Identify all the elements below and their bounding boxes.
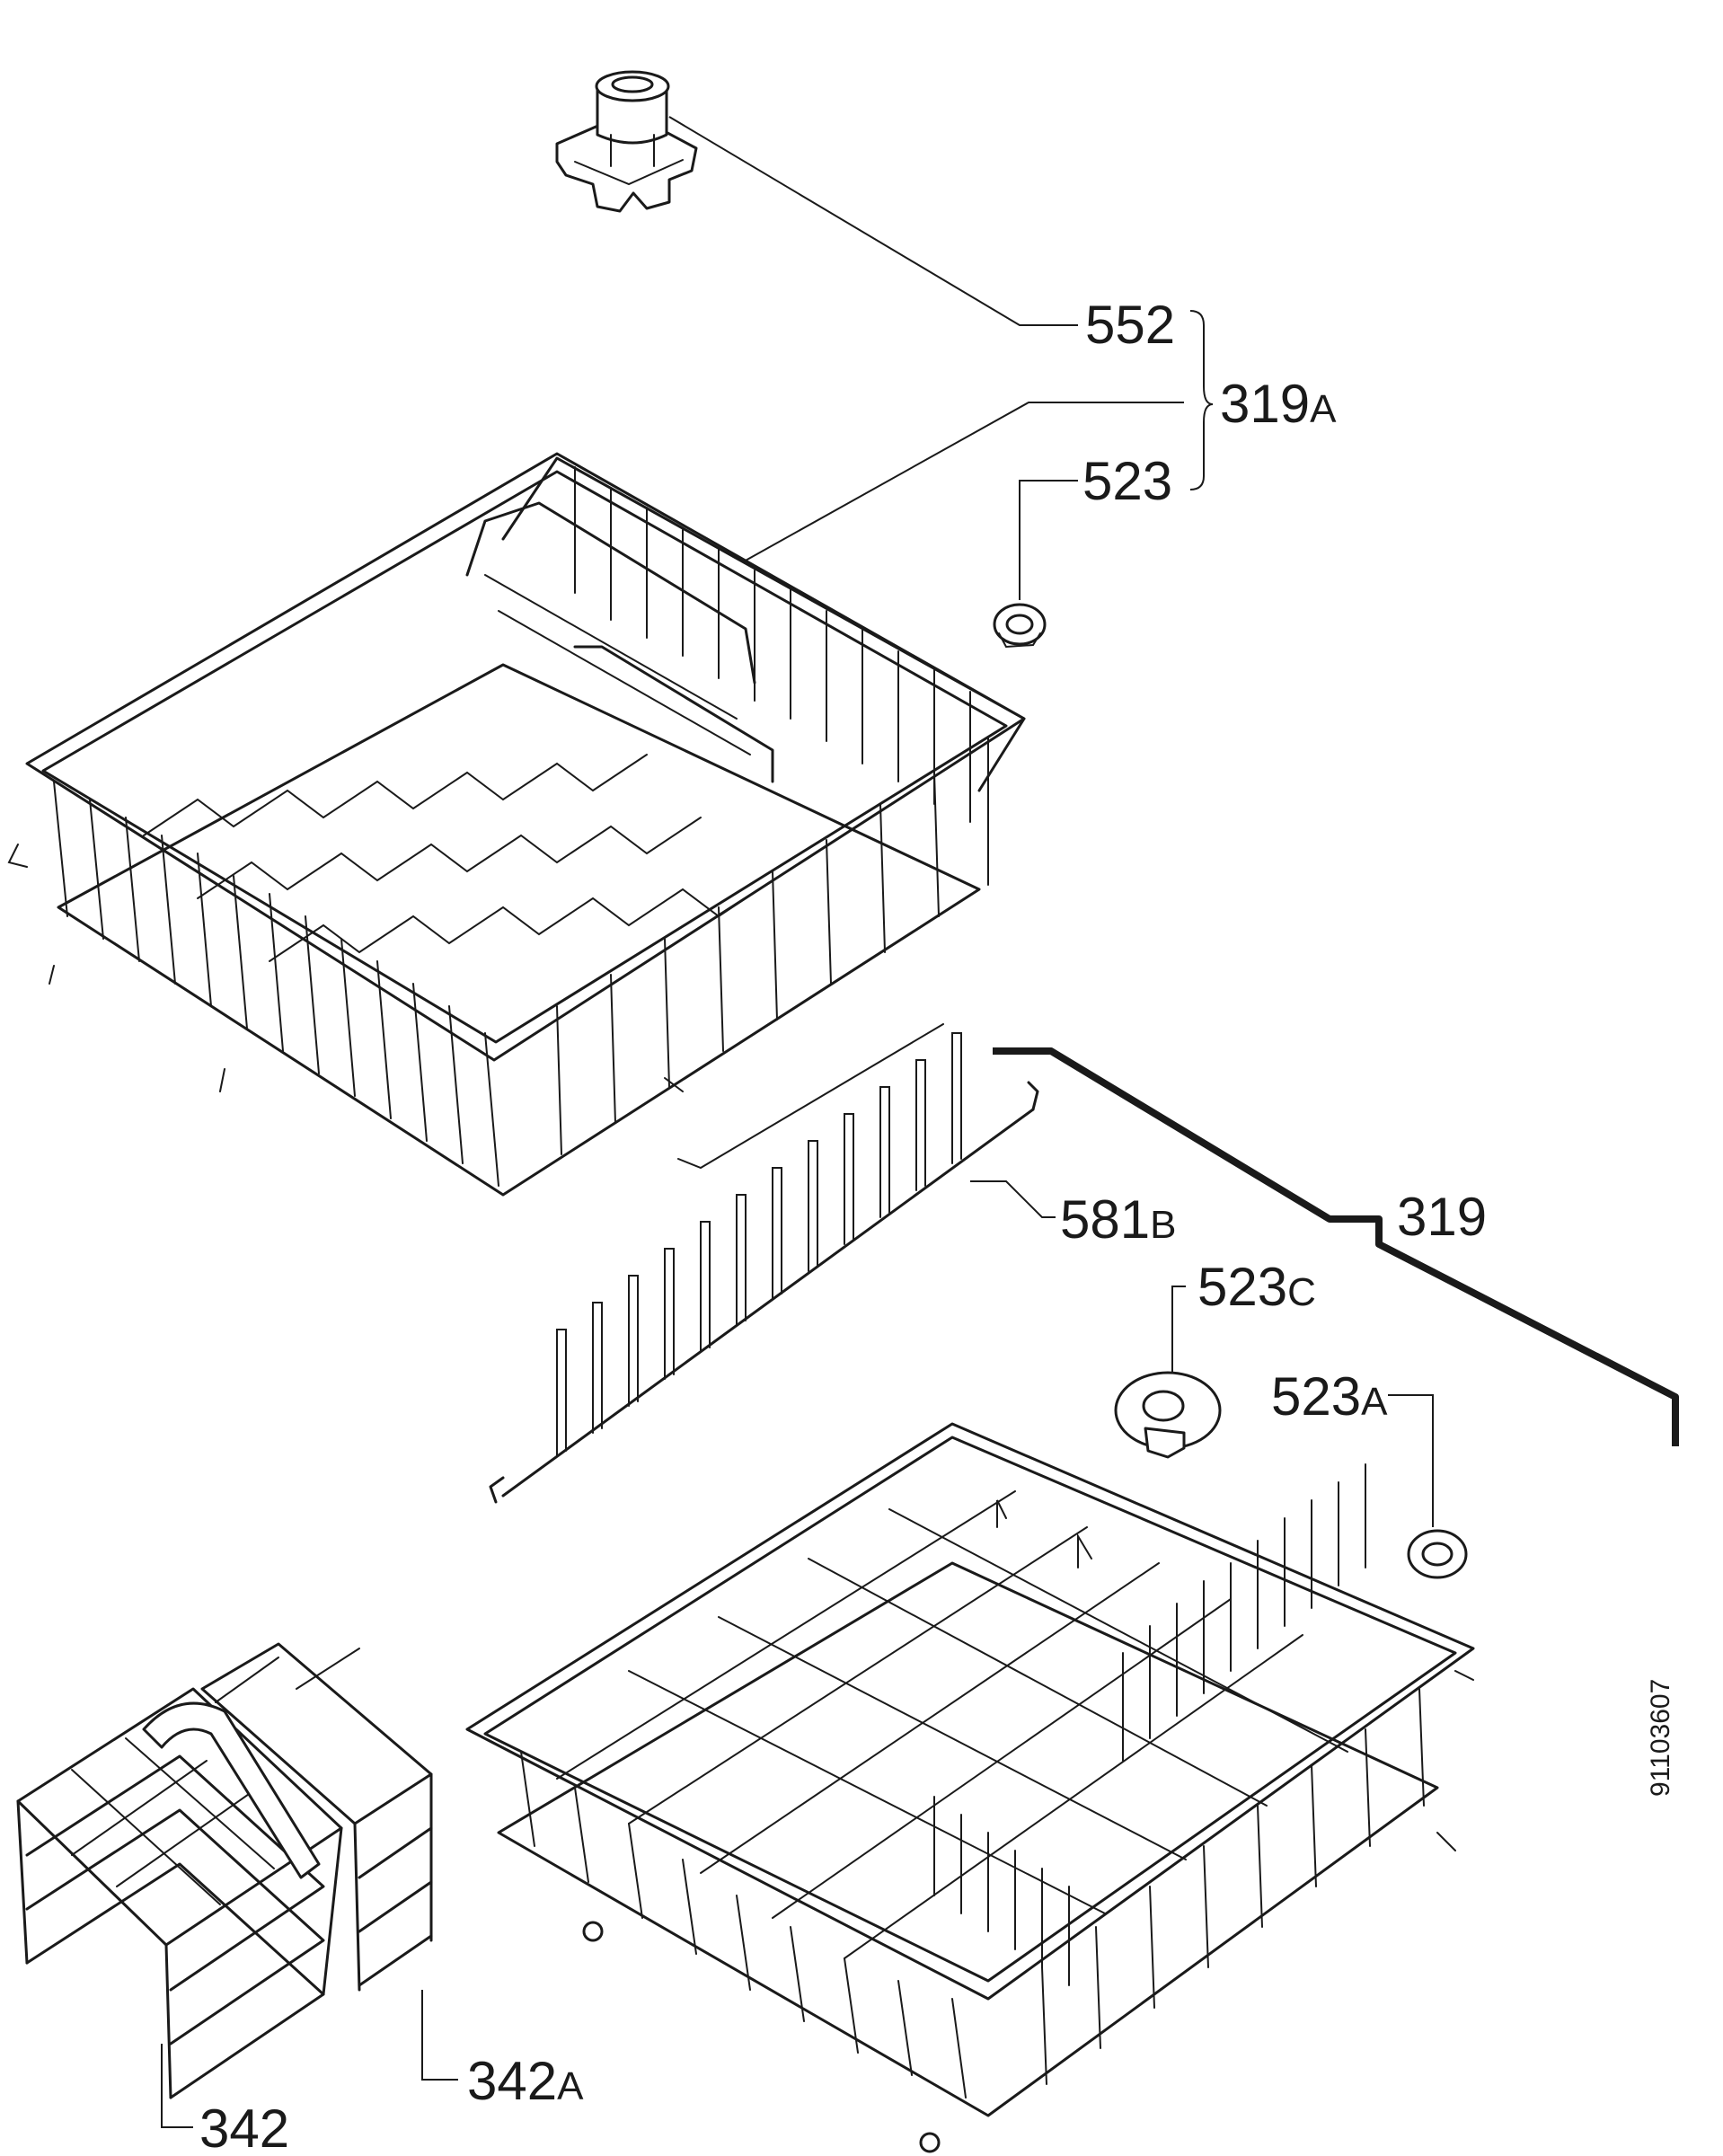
part-552-rail-fitting <box>555 70 698 213</box>
leader-523a <box>1388 1394 1434 1527</box>
part-342a-cutlery-basket <box>200 1642 433 1992</box>
leader-319a <box>743 402 1184 562</box>
part-523-wheel <box>993 603 1047 649</box>
callout-523c: 523C <box>1197 1257 1316 1317</box>
leader-552 <box>668 116 1078 326</box>
callout-342: 342 <box>199 2099 289 2156</box>
part-581b-tine-row <box>489 1032 1039 1504</box>
part-342-cutlery-basket <box>16 1687 343 2099</box>
upper-basket-319a <box>7 452 1026 1197</box>
bracket-319a <box>1189 310 1214 490</box>
part-523a-wheel <box>1407 1529 1468 1579</box>
part-523c-wheel <box>1114 1371 1222 1459</box>
callout-523: 523 <box>1082 451 1172 511</box>
leader-581b <box>970 1180 1056 1218</box>
leader-523c <box>1171 1286 1186 1372</box>
leader-523 <box>1019 480 1078 600</box>
callout-523a: 523A <box>1271 1366 1388 1427</box>
callout-319: 319 <box>1397 1187 1487 1247</box>
leader-342a <box>421 1990 458 2081</box>
callout-342a: 342A <box>467 2051 584 2111</box>
lower-basket-319 <box>465 1422 1475 2153</box>
callout-319a: 319A <box>1220 374 1337 434</box>
leader-319 <box>993 1047 1679 1446</box>
callout-552: 552 <box>1085 295 1175 355</box>
callout-581b: 581B <box>1060 1189 1176 1250</box>
document-number: 91103607 <box>1646 1679 1675 1797</box>
leader-342 <box>161 2044 193 2128</box>
